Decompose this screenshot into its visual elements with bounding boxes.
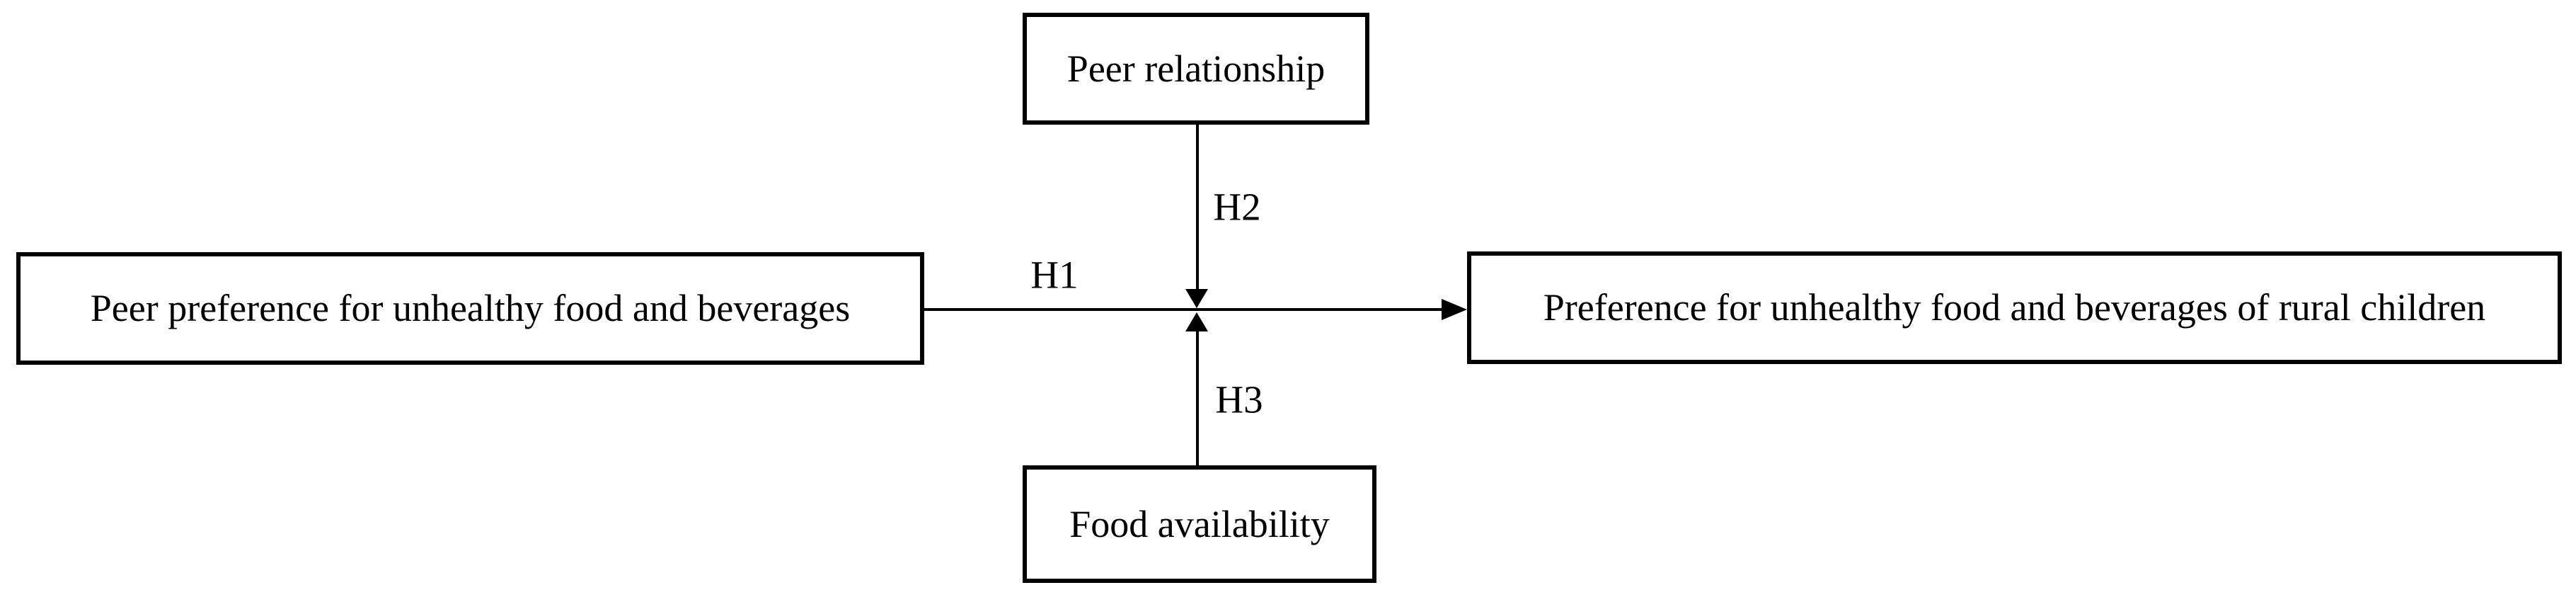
h2-label: H2	[1213, 185, 1261, 229]
h1-arrow-line	[924, 308, 1443, 311]
h2-arrowhead-down-icon	[1185, 289, 1208, 308]
h2-arrow-line	[1196, 125, 1199, 290]
node-peer-preference-label: Peer preference for unhealthy food and b…	[90, 287, 851, 330]
h1-arrowhead-right-icon	[1442, 299, 1467, 320]
node-peer-preference: Peer preference for unhealthy food and b…	[16, 252, 924, 365]
node-preference-rural-children-label: Preference for unhealthy food and bevera…	[1543, 286, 2486, 329]
h3-arrowhead-up-icon	[1185, 312, 1208, 331]
h1-label: H1	[1030, 253, 1079, 297]
h3-arrow-line	[1196, 330, 1199, 465]
node-preference-rural-children: Preference for unhealthy food and bevera…	[1467, 251, 2562, 364]
node-food-availability-label: Food availability	[1069, 502, 1330, 545]
node-peer-relationship-label: Peer relationship	[1066, 47, 1326, 90]
node-food-availability: Food availability	[1023, 465, 1376, 583]
node-peer-relationship: Peer relationship	[1023, 13, 1369, 125]
h3-label: H3	[1215, 378, 1263, 421]
